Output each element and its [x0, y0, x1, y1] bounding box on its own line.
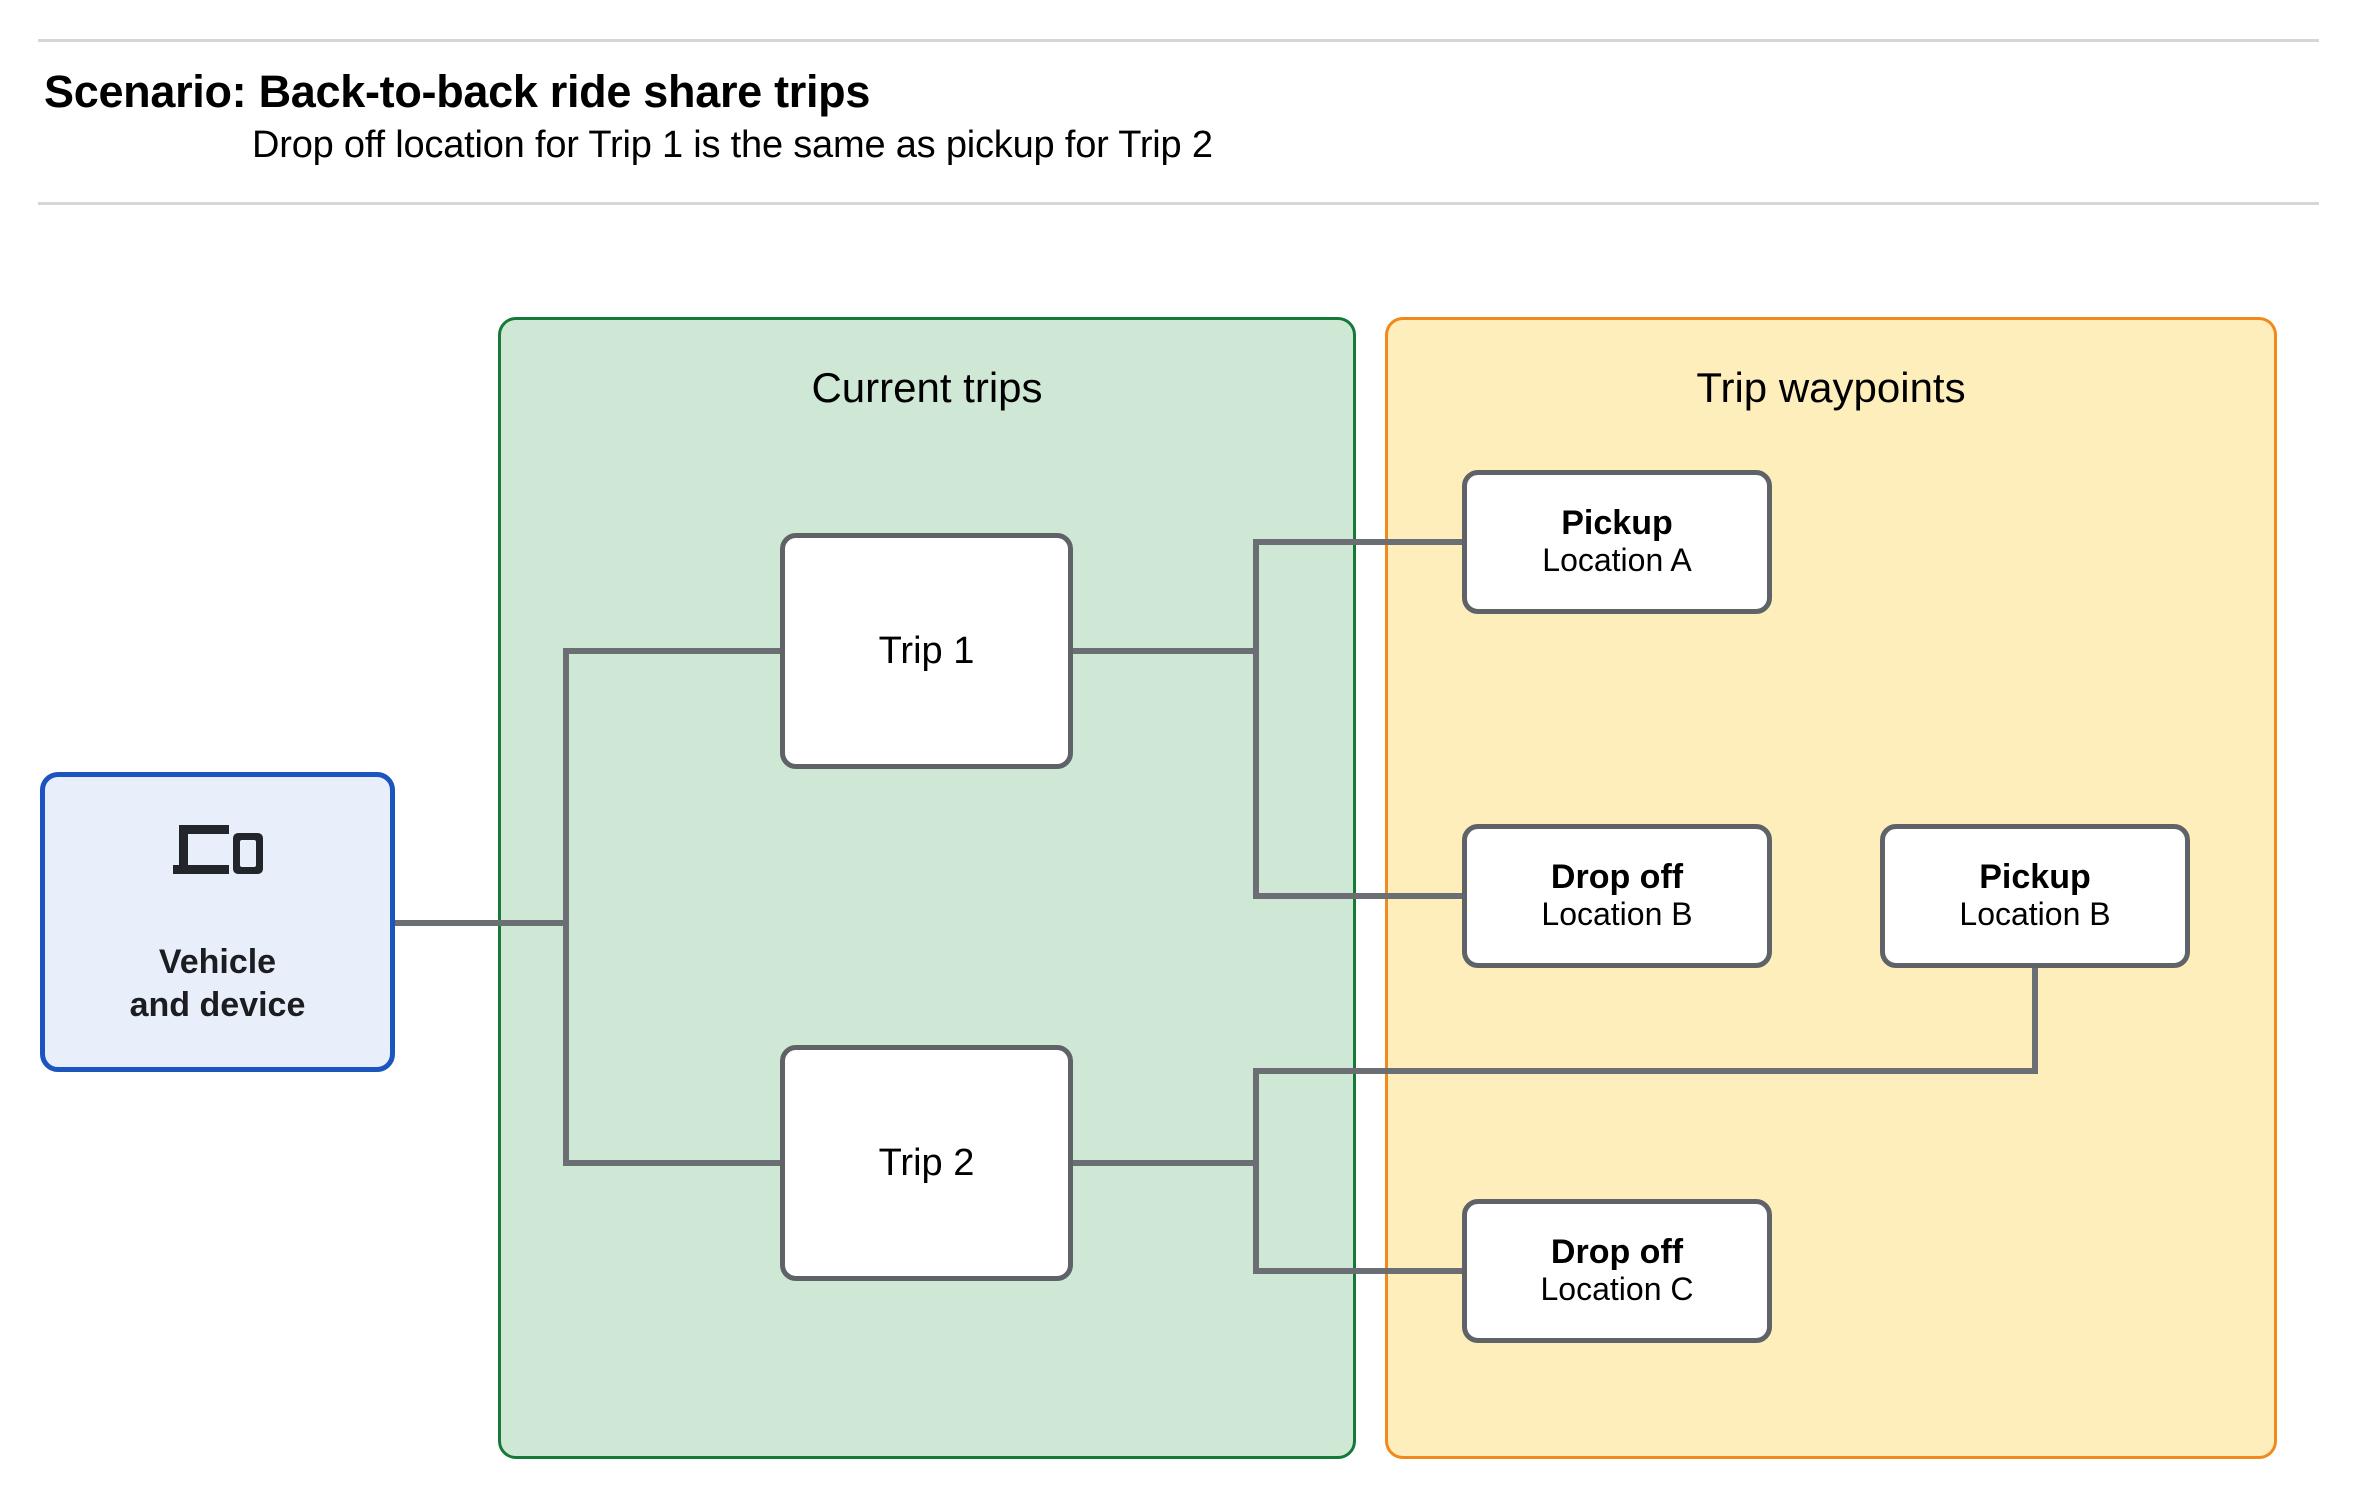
waypoint-location-label: Location B — [1541, 896, 1693, 933]
page-title: Scenario: Back-to-back ride share trips — [44, 66, 871, 117]
node-waypoint-pickup-b[interactable]: Pickup Location B — [1880, 824, 2190, 968]
node-vehicle-label: Vehicle and device — [129, 943, 306, 1024]
waypoint-type-label: Pickup — [1561, 504, 1673, 543]
page-subtitle: Drop off location for Trip 1 is the same… — [252, 124, 1213, 166]
waypoint-location-label: Location A — [1542, 542, 1692, 579]
waypoint-type-label: Pickup — [1979, 858, 2091, 897]
header-rule-top — [38, 39, 2319, 42]
panel-current-trips-title: Current trips — [811, 364, 1043, 411]
waypoint-type-label: Drop off — [1550, 1233, 1684, 1272]
node-trip-1[interactable]: Trip 1 — [780, 533, 1073, 769]
node-waypoint-dropoff-b[interactable]: Drop off Location B — [1462, 824, 1772, 968]
header-rule-bottom — [38, 202, 2319, 205]
waypoint-location-label: Location B — [1959, 896, 2111, 933]
node-trip-2-label: Trip 2 — [878, 1141, 975, 1184]
node-waypoint-pickup-a[interactable]: Pickup Location A — [1462, 470, 1772, 614]
panel-current-trips: Current trips — [498, 317, 1356, 1459]
node-trip-2[interactable]: Trip 2 — [780, 1045, 1073, 1281]
node-trip-1-label: Trip 1 — [878, 629, 975, 672]
devices-icon — [172, 825, 263, 874]
node-waypoint-dropoff-c[interactable]: Drop off Location C — [1462, 1199, 1772, 1343]
waypoint-location-label: Location C — [1540, 1271, 1694, 1308]
waypoint-type-label: Drop off — [1550, 858, 1684, 897]
panel-trip-waypoints-title: Trip waypoints — [1696, 364, 1966, 411]
node-vehicle-and-device[interactable]: Vehicle and device — [40, 772, 395, 1072]
